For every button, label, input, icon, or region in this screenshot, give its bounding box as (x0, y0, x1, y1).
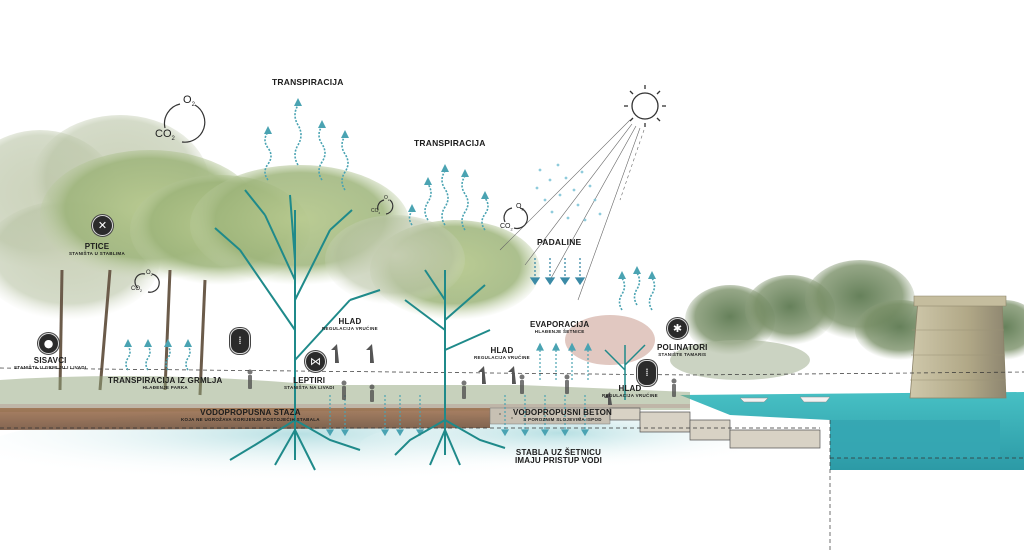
butterfly-icon: ⋈ (305, 351, 326, 372)
dashed-lines (0, 367, 1024, 550)
permeable-path-label: VODOPROPUSNA STAZA KOJA NE UGROŽAVA KORI… (181, 408, 320, 423)
oxygen-cycle-arcs (134, 103, 529, 293)
sun-rays (499, 119, 645, 301)
quay-steps (609, 407, 821, 449)
people-silhouettes (247, 369, 677, 402)
precipitation-label: PADALINE (537, 237, 582, 247)
shrub-transpiration-label: TRANSPIRACIJA IZ GRMLJA HLAĐENJE PARKA (108, 376, 223, 391)
fortress-tower (909, 295, 1007, 399)
evaporation-arrows (536, 342, 592, 380)
tree-roots-right (394, 269, 506, 466)
rain-cloud (535, 163, 602, 222)
rain-arrows (529, 258, 586, 286)
shade-label-3: HLAD REGULACIJA VRUĆINE (602, 384, 658, 399)
bird-icon: ✕ (92, 215, 113, 236)
tree-roots-small (604, 344, 646, 400)
sea (680, 392, 1024, 470)
shade-arrows (331, 344, 612, 405)
oxygen-cycle-small-2: O2 CO2 (500, 203, 524, 232)
canopy-trees (40, 150, 655, 365)
shade-label-2: HLAD REGULACIJA VRUĆINE (474, 346, 530, 361)
trees-water-access-label: STABLA UZ ŠETNICU IMAJU PRISTUP VODI (515, 448, 603, 466)
sun-icon (624, 85, 666, 127)
evaporation-label: EVAPORACIJA HLAĐENJE ŠETNICE (530, 320, 590, 335)
pollinators-label: POLINATORI STANIŠTE TAMARIS (657, 343, 708, 358)
shade-label-1: HLAD REGULACIJA VRUĆINE (322, 317, 378, 332)
thermometer-icon-2: ⁞ (637, 360, 657, 386)
hedgehog-icon: ● (38, 333, 59, 354)
thermometer-icon: ⁞ (230, 328, 250, 354)
oxygen-cycle-small-3: O2 CO2 (131, 270, 153, 294)
oxygen-cycle-large: O2 CO2 (155, 94, 195, 143)
transpiration-arrows (125, 104, 656, 371)
permeable-concrete-label: VODOPROPUSNI BETON S POROZNIM SLOJEVIMA … (513, 408, 613, 423)
oxygen-cycle-small-1: O2 CO2 (371, 195, 390, 215)
boats (739, 396, 831, 403)
soil-layer (0, 407, 611, 430)
mammals-label: SISAVCI STANIŠTA U GRMLJU I LIVADI (14, 356, 87, 371)
transpiration-label-1: TRANSPIRACIJA (272, 77, 344, 87)
butterflies-label: LEPTIRI STANIŠTA NA LIVADI (284, 376, 335, 391)
tree-trunks (58, 269, 207, 396)
infiltration-arrows (325, 395, 590, 437)
transpiration-arrowheads (124, 98, 656, 347)
tree-roots-left (214, 189, 381, 471)
bee-icon: ✱ (667, 318, 688, 339)
transpiration-label-2: TRANSPIRACIJA (414, 138, 486, 148)
birds-label: PTICE STANIŠTA U STABLIMA (69, 242, 126, 257)
